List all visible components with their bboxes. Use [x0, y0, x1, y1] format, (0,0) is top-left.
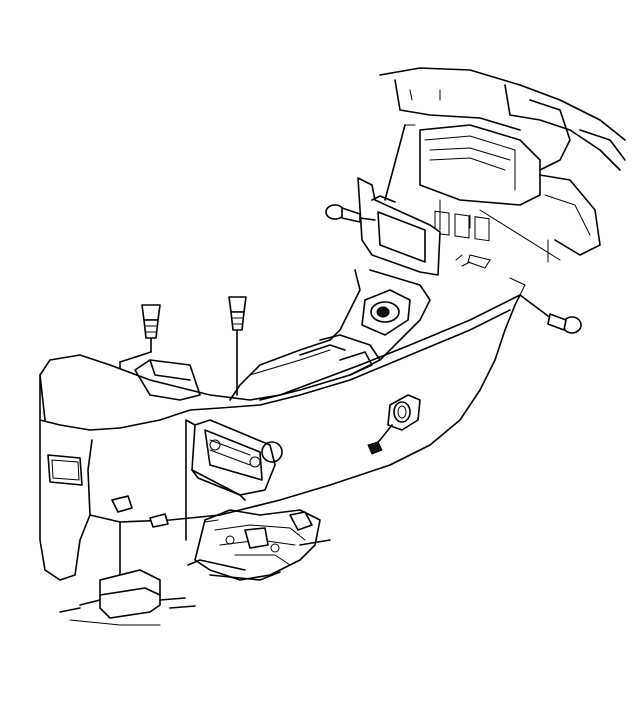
left-bolt-2 — [228, 296, 247, 396]
instrument-panel — [379, 67, 626, 256]
storage-bracket — [185, 419, 283, 541]
shifter-mechanism — [187, 509, 331, 581]
left-bolt-1 — [119, 304, 161, 581]
console-top — [229, 254, 526, 401]
power-outlet — [367, 394, 421, 455]
retainer-clips — [111, 495, 219, 528]
front-bolt — [325, 204, 376, 223]
console-body — [39, 294, 521, 581]
side-bolt — [519, 294, 582, 334]
front-bracket — [357, 124, 441, 276]
leader-lines — [439, 199, 561, 263]
floor-bracket — [59, 569, 196, 626]
